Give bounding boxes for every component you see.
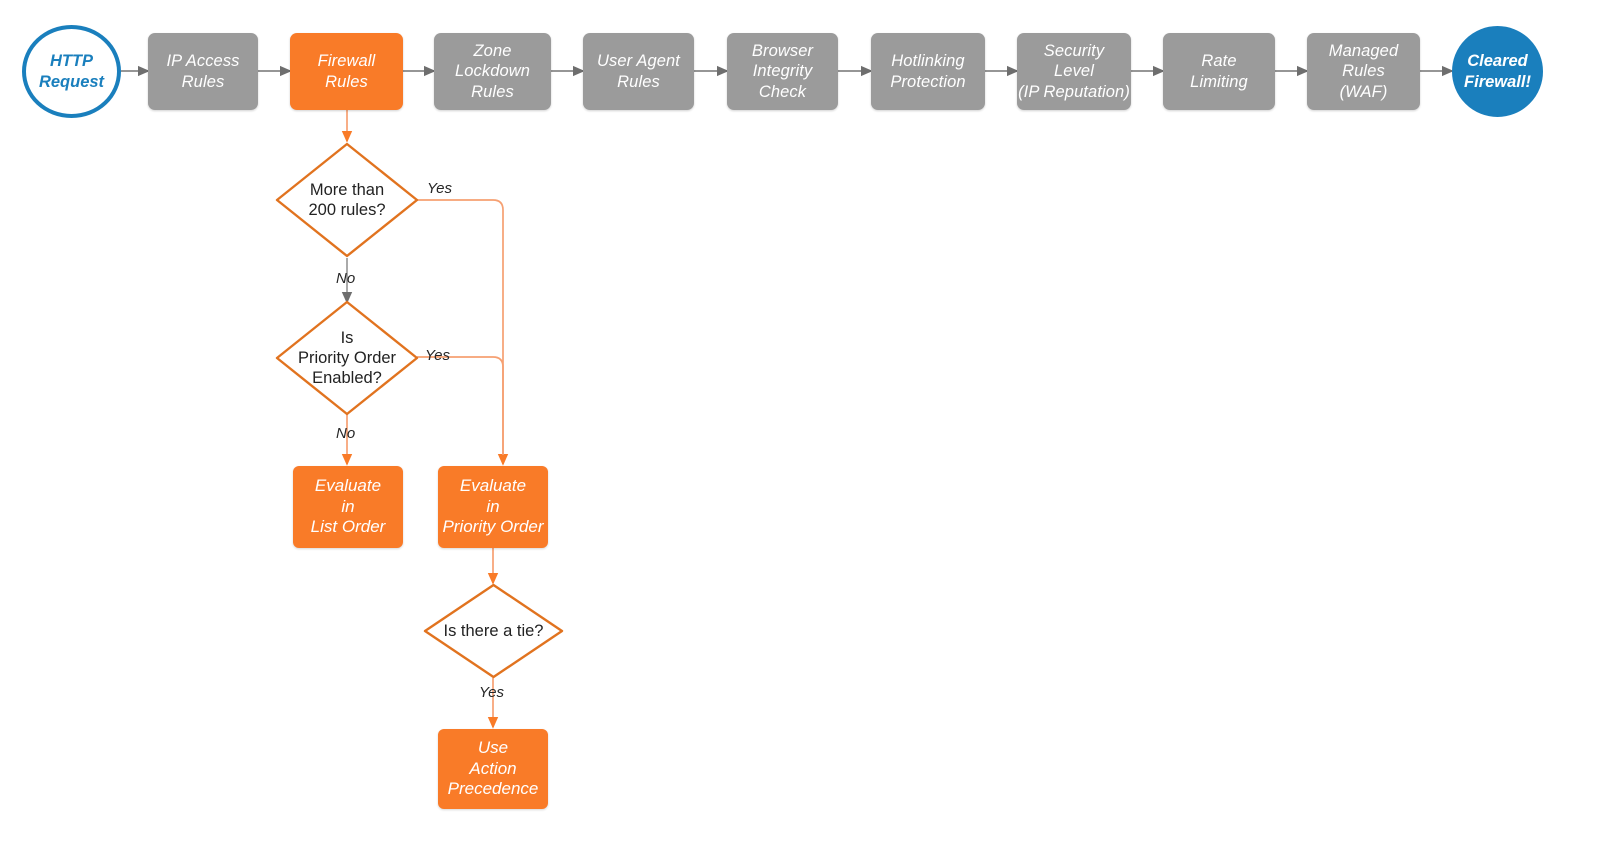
node-decision-is-priority-order-enabled-label: Is Priority Order Enabled? — [297, 328, 397, 388]
node-decision-is-priority-order-enabled[interactable]: Is Priority Order Enabled? — [275, 300, 419, 416]
node-decision-more-than-200-rules[interactable]: More than 200 rules? — [275, 142, 419, 258]
node-firewall-rules[interactable]: Firewall Rules — [290, 33, 403, 110]
node-evaluate-in-list-order[interactable]: Evaluate in List Order — [293, 466, 403, 548]
node-managed-rules-waf[interactable]: Managed Rules (WAF) — [1307, 33, 1420, 110]
node-managed-rules-waf-label: Managed Rules (WAF) — [1328, 42, 1399, 101]
node-decision-is-there-a-tie[interactable]: Is there a tie? — [423, 583, 564, 679]
diamond-shape-is-there-a-tie — [423, 583, 564, 679]
node-use-action-precedence-label: Use Action Precedence — [447, 737, 539, 799]
node-cleared-firewall[interactable]: Cleared Firewall! — [1452, 26, 1543, 117]
node-rate-limiting-label: Rate Limiting — [1190, 52, 1248, 91]
node-decision-more-than-200-rules-label: More than 200 rules? — [308, 180, 386, 219]
edge-label-more-than-200-no: No — [336, 270, 356, 287]
node-hotlinking-protection[interactable]: Hotlinking Protection — [871, 33, 985, 110]
node-security-level[interactable]: Security Level (IP Reputation) — [1017, 33, 1131, 110]
node-evaluate-in-priority-order-label: Evaluate in Priority Order — [442, 475, 544, 537]
node-evaluate-in-priority-order[interactable]: Evaluate in Priority Order — [438, 466, 548, 548]
node-ip-access-rules-label: IP Access Rules — [166, 52, 240, 91]
node-http-request-label: HTTP Request — [38, 52, 105, 91]
edge-more-than-200-yes-to-priority-eval — [417, 199, 509, 466]
node-cleared-firewall-label: Cleared Firewall! — [1464, 52, 1531, 91]
node-decision-is-there-a-tie-label: Is there a tie? — [443, 621, 544, 640]
node-zone-lockdown-rules-label: Zone Lockdown Rules — [454, 42, 531, 101]
edge-label-tie-yes: Yes — [479, 684, 505, 701]
diamond-shape-more-than-200 — [275, 142, 419, 258]
node-browser-integrity-check[interactable]: Browser Integrity Check — [727, 33, 838, 110]
edge-label-priority-order-yes: Yes — [425, 347, 451, 364]
diamond-shape-priority-order — [275, 300, 419, 416]
edge-priority-order-yes-to-priority-eval — [417, 356, 504, 455]
node-ip-access-rules[interactable]: IP Access Rules — [148, 33, 258, 110]
node-firewall-rules-label: Firewall Rules — [317, 52, 376, 91]
node-user-agent-rules-label: User Agent Rules — [597, 52, 680, 91]
node-zone-lockdown-rules[interactable]: Zone Lockdown Rules — [434, 33, 551, 110]
node-evaluate-in-list-order-label: Evaluate in List Order — [310, 475, 386, 537]
node-user-agent-rules[interactable]: User Agent Rules — [583, 33, 694, 110]
node-hotlinking-protection-label: Hotlinking Protection — [890, 52, 966, 91]
edge-label-more-than-200-yes: Yes — [427, 180, 453, 197]
node-security-level-label: Security Level (IP Reputation) — [1018, 42, 1130, 101]
edge-label-priority-order-no: No — [336, 425, 356, 442]
node-rate-limiting[interactable]: Rate Limiting — [1163, 33, 1275, 110]
node-browser-integrity-check-label: Browser Integrity Check — [751, 42, 814, 101]
node-use-action-precedence[interactable]: Use Action Precedence — [438, 729, 548, 809]
node-http-request[interactable]: HTTP Request — [22, 25, 121, 118]
